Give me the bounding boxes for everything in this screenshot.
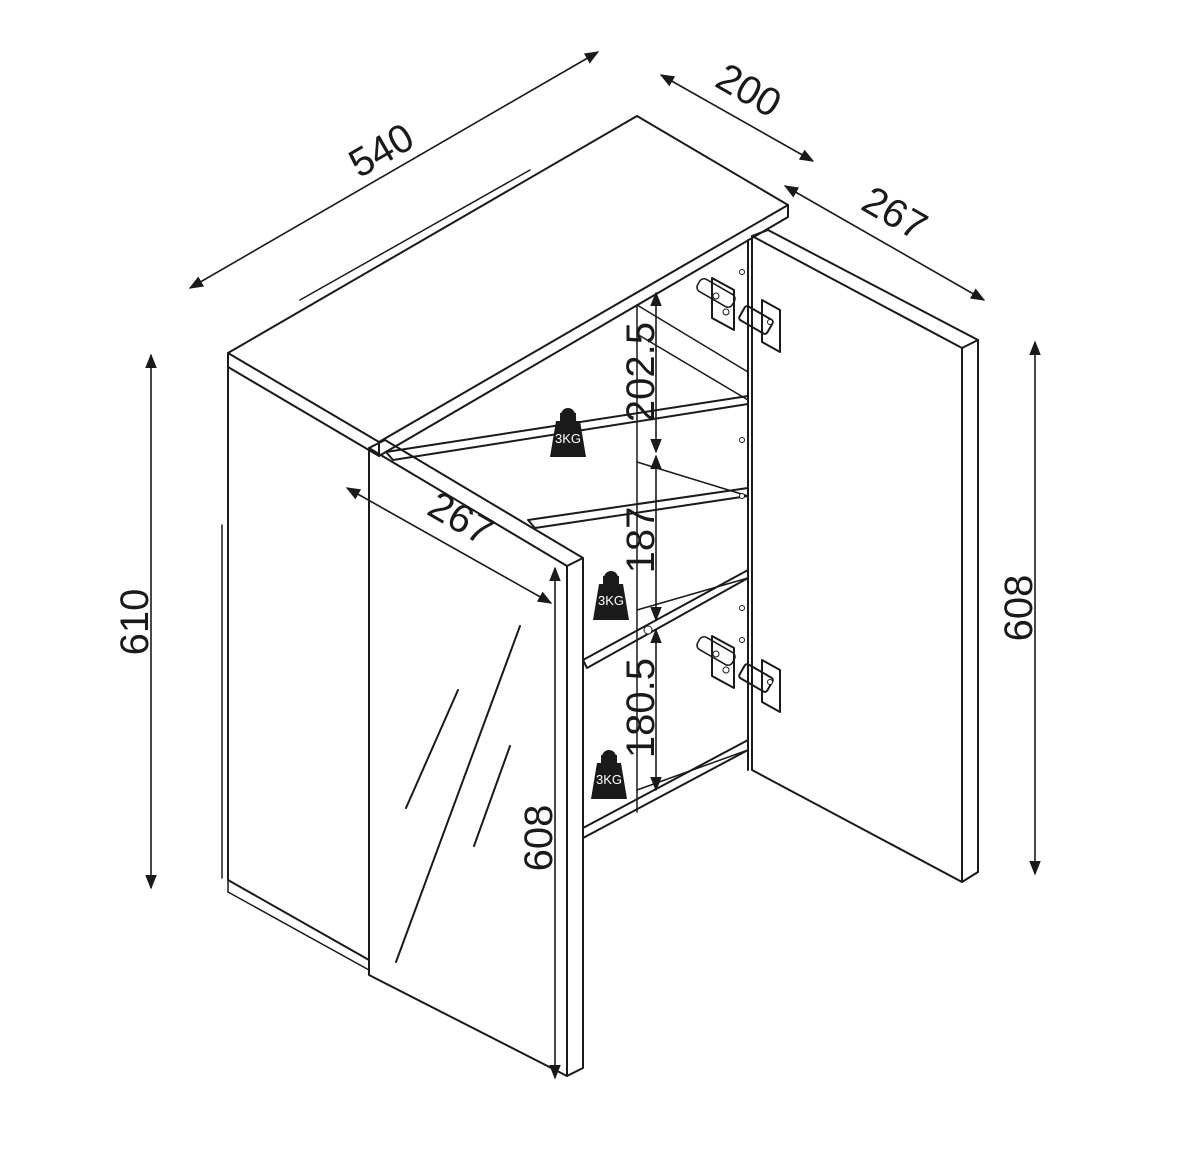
- dimension-right-door-width: 267: [783, 178, 986, 301]
- dim-label-left-door-height: 608: [517, 805, 561, 872]
- dim-label-right-door-height: 608: [997, 575, 1041, 642]
- dimension-right-door-height: 608: [997, 340, 1041, 876]
- right-door: [751, 229, 979, 883]
- dim-label-outer-height: 610: [113, 589, 157, 656]
- weight-icon-middle-shelf: 3KG: [593, 571, 629, 620]
- weight-label-top: 3KG: [555, 431, 581, 446]
- dimension-shelf-spacing-bottom: 180.5: [619, 628, 663, 792]
- dim-label-shelf-spacing-middle: 187: [619, 507, 663, 574]
- weight-label-middle: 3KG: [598, 593, 624, 608]
- dim-label-right-door-width: 267: [855, 178, 935, 249]
- dimension-width: 540: [188, 51, 600, 289]
- cabinet-left-side: [221, 366, 370, 971]
- dimension-left-door-width: 267: [345, 483, 553, 604]
- dim-label-depth: 200: [709, 55, 789, 126]
- dimension-depth: 200: [659, 55, 815, 162]
- dimension-left-door-height: 608: [517, 566, 561, 1080]
- lower-hinge-icon: [696, 635, 781, 713]
- dimension-shelf-spacing-middle: 187: [619, 454, 663, 622]
- dim-label-shelf-spacing-top: 202.5: [619, 322, 663, 422]
- dim-label-shelf-spacing-bottom: 180.5: [619, 658, 663, 758]
- weight-label-bottom: 3KG: [596, 772, 622, 787]
- upper-hinge-icon: [696, 277, 781, 353]
- dim-label-left-door-width: 267: [421, 483, 501, 554]
- dimension-shelf-spacing-top: 202.5: [619, 291, 663, 454]
- weight-icon-top-shelf: 3KG: [550, 408, 586, 457]
- dimension-outer-height: 610: [113, 353, 157, 890]
- dim-label-width: 540: [342, 115, 422, 186]
- cabinet-top: [227, 115, 789, 457]
- weight-icon-bottom-shelf: 3KG: [591, 750, 627, 799]
